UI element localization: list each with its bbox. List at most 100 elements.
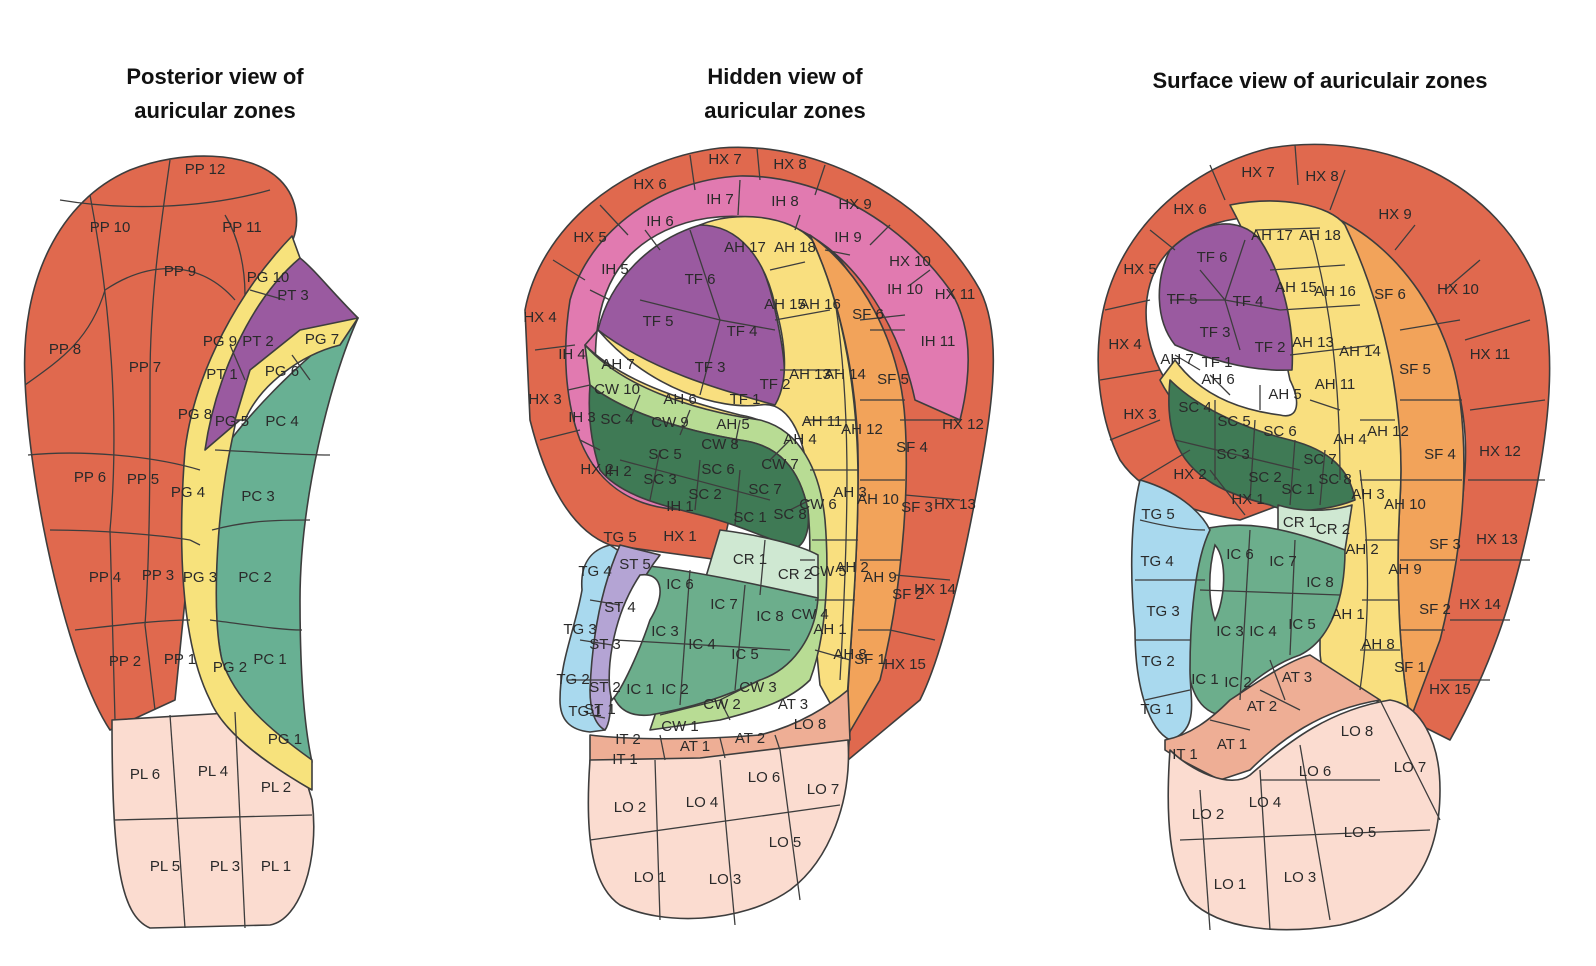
hidden-zone-label: HX 8	[773, 156, 806, 173]
hidden-zone-label: LO 2	[614, 799, 647, 816]
posterior-zone-label: PG 7	[305, 331, 339, 348]
hidden-zone-label: HX 15	[884, 656, 926, 673]
hidden-zone-label: CW 9	[651, 414, 689, 431]
hidden-zone-label: TG 4	[578, 563, 611, 580]
hidden-zone-label: AH 18	[774, 239, 816, 256]
hidden-zone-label: AH 17	[724, 239, 766, 256]
hidden-zone-label: SC 1	[733, 509, 766, 526]
hidden-zone-label: AT 2	[735, 730, 765, 747]
hidden-zone-label: HX 4	[523, 309, 556, 326]
surface-zone-label: HX 1	[1231, 491, 1264, 508]
hidden-zone-label: IH 5	[601, 261, 629, 278]
surface-zone-label: AH 9	[1388, 561, 1421, 578]
surface-zone-label: AT 2	[1247, 698, 1277, 715]
hidden-zone-label: IH 6	[646, 213, 674, 230]
hidden-zone-label: IC 2	[661, 681, 689, 698]
hidden-zone-label: AH 8	[833, 646, 866, 663]
hidden-zone-label: TF 1	[730, 391, 761, 408]
surface-zone-label: SC 5	[1217, 413, 1250, 430]
surface-zone-label: SF 6	[1374, 286, 1406, 303]
surface-zone-label: AH 10	[1384, 496, 1426, 513]
surface-zone-label: HX 11	[1470, 346, 1511, 363]
posterior-zone-label: PT 1	[206, 366, 237, 383]
hidden-zone-label: CW 1	[661, 718, 699, 735]
posterior-zone-label: PC 1	[253, 651, 286, 668]
surface-zone-label: HX 9	[1378, 206, 1411, 223]
surface-zone-label: IT 1	[1172, 746, 1198, 763]
posterior-zone-label: PG 4	[171, 484, 205, 501]
hidden-zone-label: IH 10	[887, 281, 923, 298]
posterior-zone-label: PP 1	[164, 651, 196, 668]
hidden-zone-label: LO 5	[769, 834, 802, 851]
posterior-zone-label: PP 8	[49, 341, 81, 358]
hidden-zone-label: IH 9	[834, 229, 862, 246]
hidden-zone-label: IH 3	[568, 409, 596, 426]
hidden-zone-label: TG 3	[563, 621, 596, 638]
surface-zone-label: HX 4	[1108, 336, 1141, 353]
hidden-zone-label: CW 3	[739, 679, 777, 696]
surface-zone-label: SC 7	[1303, 451, 1336, 468]
posterior-zone-label: PG 1	[268, 731, 302, 748]
hidden-zone-label: ST 5	[619, 556, 650, 573]
hidden-zone-label: SC 2	[688, 486, 721, 503]
hidden-zone-label: HX 3	[528, 391, 561, 408]
hidden-zone-label: HX 2	[580, 461, 613, 478]
hidden-zone-label: HX 10	[889, 253, 931, 270]
hidden-zone-label: SF 1	[854, 651, 886, 668]
surface-zone-label: HX 12	[1479, 443, 1521, 460]
hidden-zone-label: IC 6	[666, 576, 694, 593]
posterior-zone-label: PG 9	[203, 333, 237, 350]
hidden-ear-canal-opening	[608, 573, 661, 702]
hidden-zone-label: SC 7	[748, 481, 781, 498]
hidden-zone-label: ST 4	[604, 599, 635, 616]
hidden-zone-label: CW 2	[703, 696, 741, 713]
surface-zone-label: LO 5	[1344, 824, 1377, 841]
surface-zone-label: LO 1	[1214, 876, 1247, 893]
surface-zone-label: AH 12	[1367, 423, 1409, 440]
surface-zone-label: CR 2	[1316, 521, 1350, 538]
hidden-zone-label: TF 5	[643, 313, 674, 330]
hidden-zone-label: IT 1	[612, 751, 638, 768]
posterior-zone-label: PP 6	[74, 469, 106, 486]
hidden-zone-label: SC 6	[701, 461, 734, 478]
surface-zone-label: AH 14	[1339, 343, 1381, 360]
hidden-zone-label: SF 3	[901, 499, 933, 516]
hidden-zone-label: AH 12	[841, 421, 883, 438]
surface-zone-label: AH 18	[1299, 227, 1341, 244]
surface-zone-label: IC 1	[1191, 671, 1219, 688]
surface-zone-label: TF 2	[1255, 339, 1286, 356]
surface-zone-label: HX 13	[1476, 531, 1518, 548]
posterior-groove-region	[180, 235, 313, 791]
hidden-zone-label: TG 1	[568, 703, 601, 720]
posterior-zone-label: PG 3	[183, 569, 217, 586]
surface-zone-label: AT 3	[1282, 669, 1312, 686]
surface-zone-label: SC 1	[1281, 481, 1314, 498]
surface-zone-label: SC 2	[1248, 469, 1281, 486]
hidden-zone-label: AH 3	[833, 484, 866, 501]
posterior-zone-label: PP 5	[127, 471, 159, 488]
surface-zone-label: AH 3	[1351, 486, 1384, 503]
posterior-zone-label: PC 2	[238, 569, 271, 586]
hidden-zone-label: IH 4	[558, 346, 586, 363]
hidden-zone-label: IC 8	[756, 608, 784, 625]
surface-zone-label: LO 3	[1284, 869, 1317, 886]
hidden-zone-label: AH 6	[663, 391, 696, 408]
hidden-zone-label: CW 7	[761, 456, 799, 473]
hidden-zone-label: AH 7	[601, 356, 634, 373]
hidden-zone-label: SF 5	[877, 371, 909, 388]
hidden-zone-label: CR 1	[733, 551, 767, 568]
hidden-zone-label: TF 3	[695, 359, 726, 376]
surface-zone-label: AH 5	[1268, 386, 1301, 403]
surface-zone-label: LO 6	[1299, 763, 1332, 780]
hidden-zone-label: SF 2	[892, 586, 924, 603]
surface-zone-label: IC 7	[1269, 553, 1297, 570]
surface-zone-label: LO 2	[1192, 806, 1225, 823]
surface-zone-label: SC 8	[1318, 471, 1351, 488]
hidden-zone-label: LO 4	[686, 794, 719, 811]
hidden-zone-label: TF 6	[685, 271, 716, 288]
hidden-zone-dividers	[534, 147, 961, 926]
surface-zone-label: HX 6	[1173, 201, 1206, 218]
surface-zone-label: TF 6	[1197, 249, 1228, 266]
surface-lobe-region	[1167, 699, 1441, 931]
